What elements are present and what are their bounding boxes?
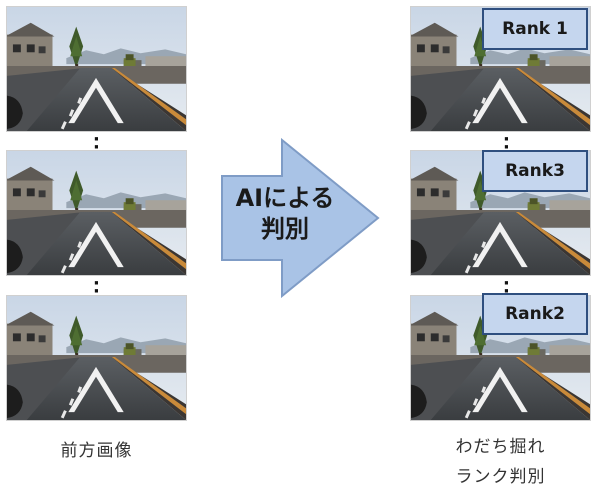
right-caption-line2: ランク判別	[455, 467, 546, 487]
left-caption: 前方画像	[6, 436, 187, 466]
ellipsis-dots: ··	[503, 129, 510, 158]
rank-badge-3: Rank2	[482, 293, 588, 335]
rank-label: Rank 1	[502, 19, 568, 39]
road-photo	[7, 296, 186, 420]
right-caption: わだち掘れ ランク判別	[410, 432, 591, 492]
ellipsis-dots: ··	[503, 273, 510, 302]
arrow-label: AIによる 判別	[222, 183, 348, 245]
arrow-label-line2: 判別	[261, 215, 309, 243]
front-image-1	[6, 6, 187, 132]
rank-label: Rank2	[505, 304, 565, 324]
road-photo	[7, 7, 186, 131]
front-image-3	[6, 295, 187, 421]
right-caption-line1: わだち掘れ	[455, 437, 546, 457]
rank-badge-1: Rank 1	[482, 8, 588, 50]
ai-judgement-arrow	[221, 138, 380, 298]
arrow-label-line1: AIによる	[235, 184, 335, 212]
road-photo	[7, 151, 186, 275]
rank-badge-2: Rank3	[482, 150, 588, 192]
rank-label: Rank3	[505, 161, 565, 181]
arrow-shape	[221, 138, 380, 298]
front-image-2	[6, 150, 187, 276]
left-caption-text: 前方画像	[60, 441, 133, 461]
